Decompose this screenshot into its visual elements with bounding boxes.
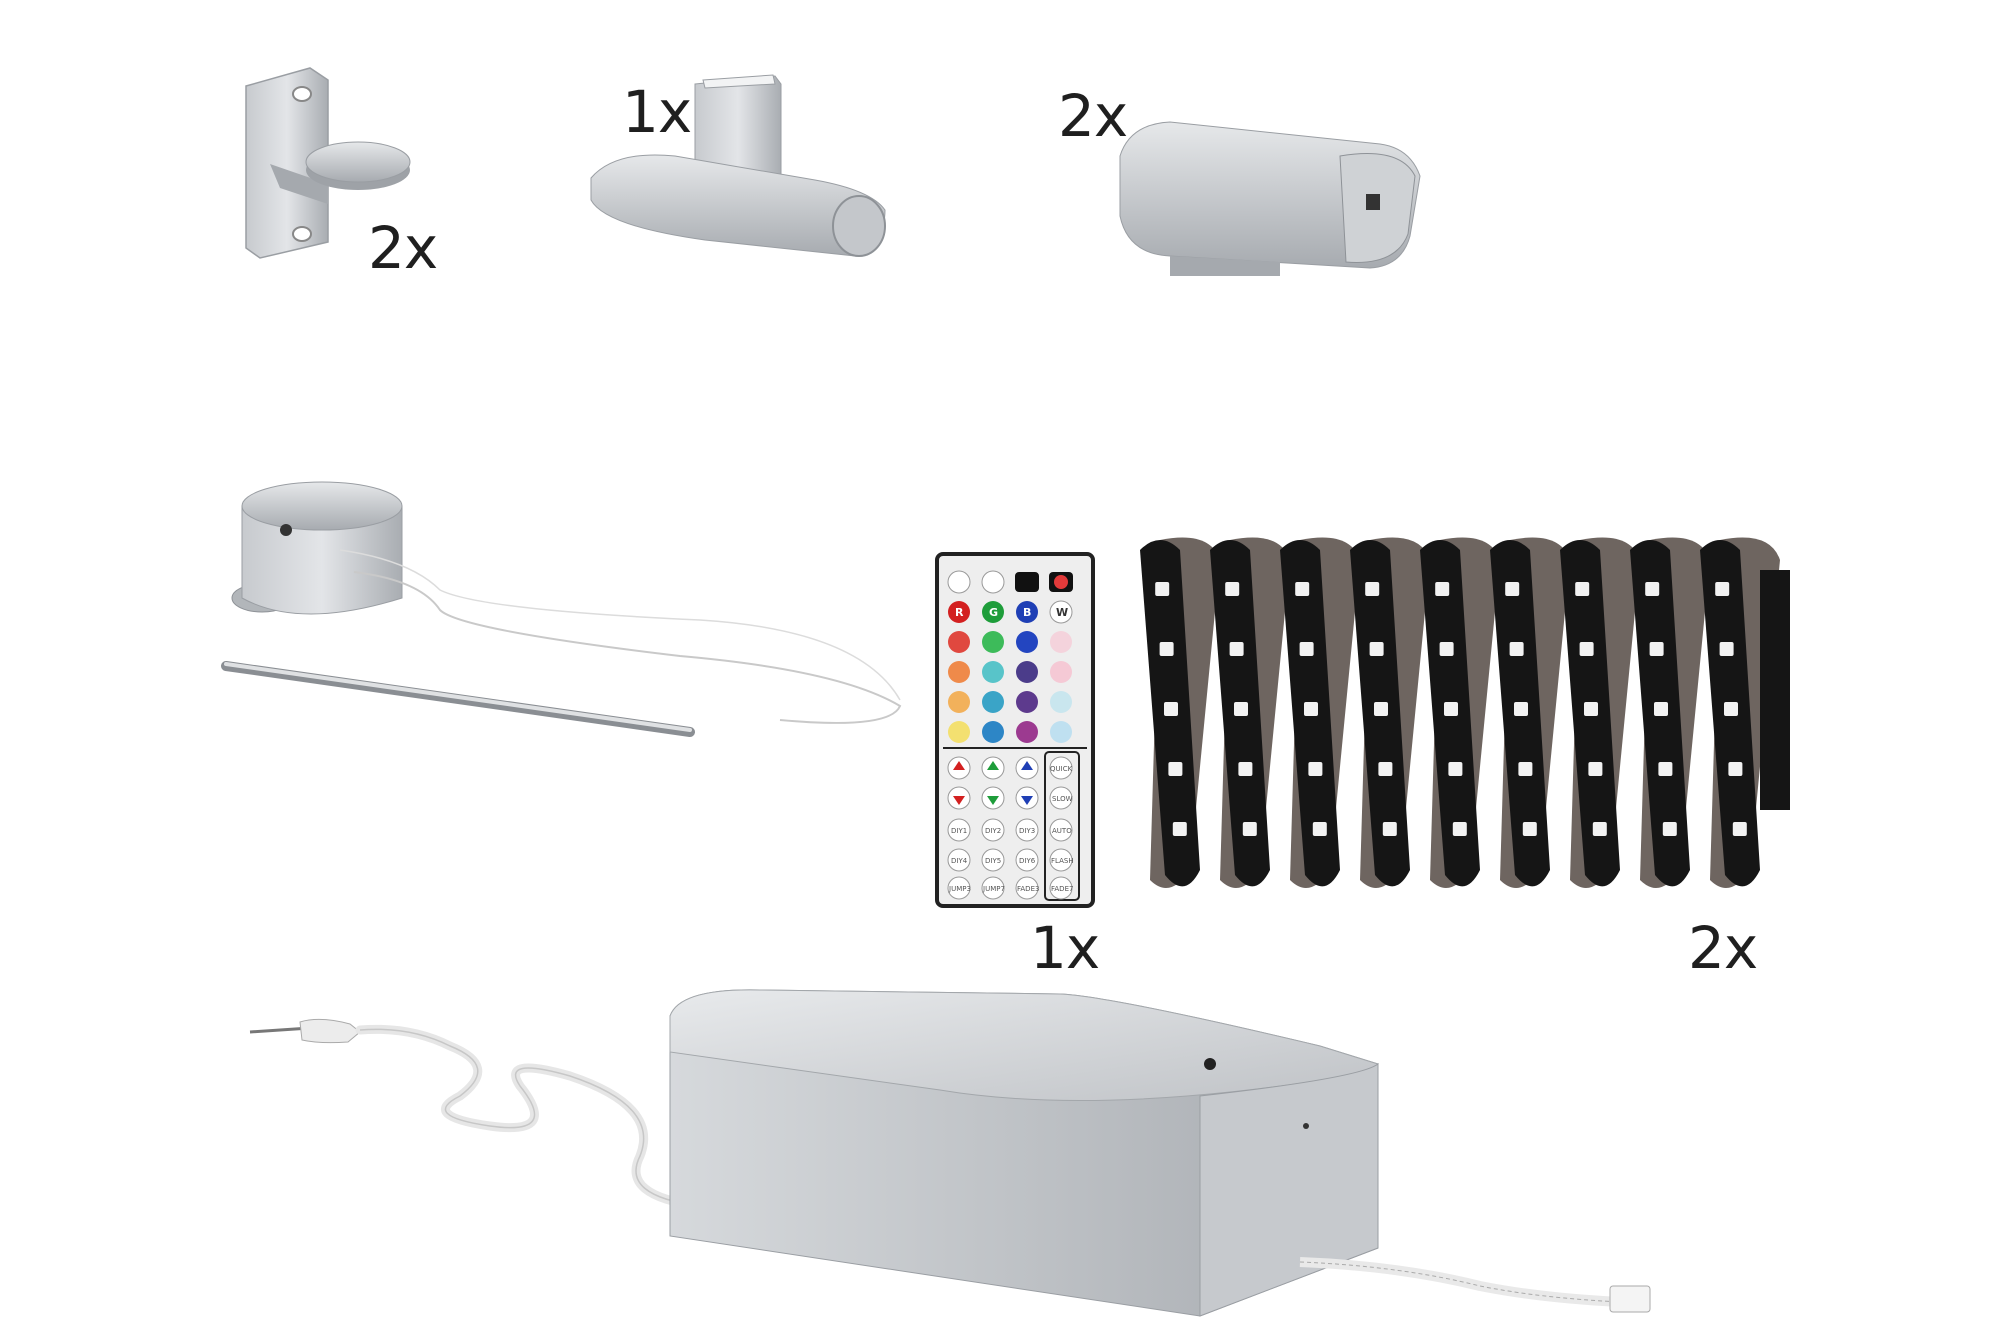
led-chip	[1724, 702, 1738, 716]
led-chip	[1378, 762, 1393, 776]
led-chip	[1522, 822, 1537, 836]
power-supply-icon	[249, 989, 1651, 1317]
led-chip	[1382, 822, 1397, 836]
led-chip	[1584, 702, 1598, 716]
led-chip	[1159, 642, 1174, 656]
led-chip	[1312, 822, 1327, 836]
remote-diy5: DIY5	[985, 857, 1001, 865]
led-chip	[1229, 642, 1244, 656]
led-chip	[1649, 642, 1664, 656]
led-chip	[1304, 702, 1318, 716]
led-chip	[1579, 642, 1594, 656]
led-chip	[1155, 582, 1170, 596]
remote-slow: SLOW	[1052, 795, 1073, 803]
led-chip	[1588, 762, 1603, 776]
led-chip	[1164, 702, 1178, 716]
led-chip	[1732, 822, 1747, 836]
led-chip	[1374, 702, 1388, 716]
led-chip	[1225, 582, 1240, 596]
ceiling-mount-icon	[221, 481, 902, 737]
led-chip	[1645, 582, 1660, 596]
led-chip	[1715, 582, 1730, 596]
wall-bracket-icon	[245, 67, 411, 259]
end-cap-qty: 2x	[1058, 82, 1128, 150]
remote-jump3: JUMP3	[948, 885, 971, 893]
remote-flash: FLASH	[1051, 857, 1074, 865]
remote-qty: 1x	[1030, 914, 1100, 982]
led-chip	[1514, 702, 1528, 716]
led-chip	[1658, 762, 1673, 776]
led-chip	[1369, 642, 1384, 656]
led-chip	[1295, 582, 1310, 596]
remote-diy3: DIY3	[1019, 827, 1035, 835]
led-chip	[1448, 762, 1463, 776]
ir-remote-icon: R G B W QUICK SLOW DIY1 DIY2 DIY3 AUTO D…	[935, 552, 1095, 908]
led-strip-icon	[1140, 537, 1790, 888]
remote-quick: QUICK	[1050, 765, 1073, 773]
led-strip-end	[1760, 570, 1790, 810]
remote-jump7: JUMP7	[982, 885, 1005, 893]
led-chip	[1234, 702, 1248, 716]
remote-letter-r: R	[955, 606, 964, 619]
remote-diy6: DIY6	[1019, 857, 1036, 865]
t-connector-qty: 1x	[622, 78, 692, 146]
led-chip	[1168, 762, 1183, 776]
remote-letter-w: W	[1056, 606, 1068, 619]
led-strip-qty: 2x	[1688, 914, 1758, 982]
led-chip	[1238, 762, 1253, 776]
led-chip	[1365, 582, 1380, 596]
remote-auto: AUTO	[1052, 827, 1072, 835]
led-chip	[1242, 822, 1257, 836]
led-chip	[1505, 582, 1520, 596]
led-chip	[1719, 642, 1734, 656]
led-chip	[1662, 822, 1677, 836]
remote-fade3: FADE3	[1017, 885, 1039, 893]
remote-fade7: FADE7	[1051, 885, 1073, 893]
led-chip	[1452, 822, 1467, 836]
t-connector-icon	[590, 74, 886, 257]
end-cap-icon	[1119, 121, 1421, 276]
led-chip	[1592, 822, 1607, 836]
remote-diy2: DIY2	[985, 827, 1001, 835]
led-chip	[1444, 702, 1458, 716]
remote-letter-g: G	[989, 606, 998, 619]
led-chip	[1439, 642, 1454, 656]
led-chip	[1172, 822, 1187, 836]
led-chip	[1518, 762, 1533, 776]
remote-diy1: DIY1	[951, 827, 967, 835]
led-chip	[1308, 762, 1323, 776]
led-chip	[1575, 582, 1590, 596]
remote-letter-b: B	[1023, 606, 1031, 619]
led-chip	[1509, 642, 1524, 656]
led-chip	[1299, 642, 1314, 656]
led-chip	[1435, 582, 1450, 596]
wall-bracket-qty: 2x	[368, 214, 438, 282]
led-chip	[1728, 762, 1743, 776]
remote-diy4: DIY4	[951, 857, 968, 865]
led-chip	[1654, 702, 1668, 716]
